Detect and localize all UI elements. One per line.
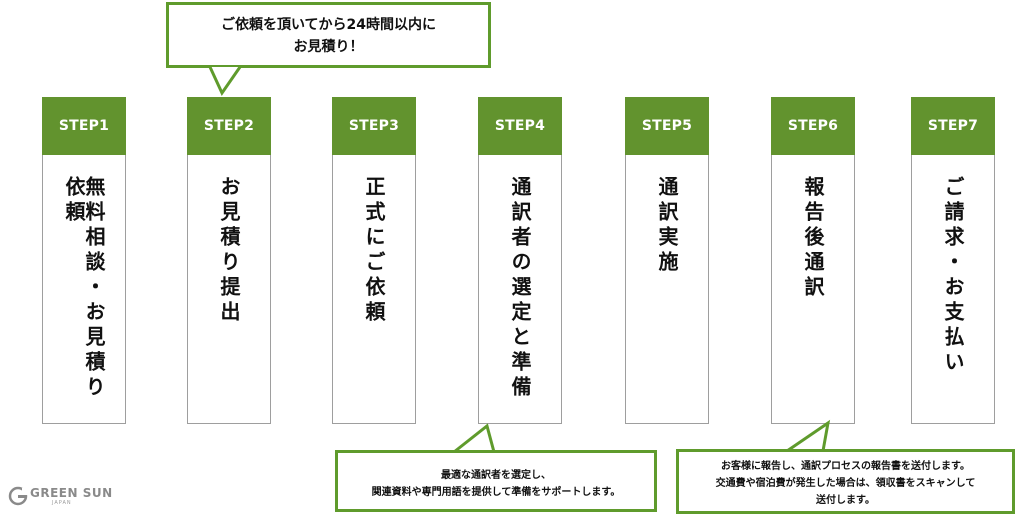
step-4-label: STEP4 — [478, 97, 562, 155]
step6-callout: お客様に報告し、通訳プロセスの報告書を送付します。 交通費や宿泊費が発生した場合… — [676, 449, 1015, 514]
step6-callout-line3: 送付します。 — [816, 495, 875, 506]
step2-callout-pointer — [208, 66, 242, 97]
step-7-text: ご請求・お支払い — [941, 176, 965, 376]
step-6-text: 報告後通訳 — [801, 176, 825, 301]
logo-name: GREEN SUN — [30, 485, 113, 500]
step-5-card: STEP5 通訳実施 — [625, 97, 709, 424]
step-2-label: STEP2 — [187, 97, 271, 155]
step4-callout-pointer — [453, 423, 496, 454]
step-1-text: 無料相談・お見積り依頼 — [62, 176, 106, 401]
step-6-label: STEP6 — [771, 97, 855, 155]
step-5-label: STEP5 — [625, 97, 709, 155]
step-3-card: STEP3 正式にご依頼 — [332, 97, 416, 424]
step-2-text: お見積り提出 — [217, 176, 241, 326]
step-4-card: STEP4 通訳者の選定と準備 — [478, 97, 562, 424]
logo-mark-icon — [8, 486, 28, 506]
step-7-label: STEP7 — [911, 97, 995, 155]
step-3-text: 正式にご依頼 — [362, 176, 386, 326]
step2-callout-line1: ご依頼を頂いてから24時間以内に — [220, 17, 437, 33]
step6-callout-line2: 交通費や宿泊費が発生した場合は、領収書をスキャンして — [715, 478, 976, 489]
step2-callout-line2: お見積り！ — [293, 39, 364, 55]
step-4-text: 通訳者の選定と準備 — [508, 176, 532, 401]
step-5-text: 通訳実施 — [655, 176, 679, 276]
step-1-label: STEP1 — [42, 97, 126, 155]
step-1-card: STEP1 無料相談・お見積り依頼 — [42, 97, 126, 424]
step4-callout: 最適な通訳者を選定し、 関連資料や専門用語を提供して準備をサポートします。 — [335, 450, 657, 512]
step-7-card: STEP7 ご請求・お支払い — [911, 97, 995, 424]
step2-callout: ご依頼を頂いてから24時間以内に お見積り！ — [166, 2, 491, 68]
step6-callout-line1: お客様に報告し、通訳プロセスの報告書を送付します。 — [721, 461, 970, 472]
step4-callout-line2: 関連資料や専門用語を提供して準備をサポートします。 — [371, 487, 621, 498]
step-2-card: STEP2 お見積り提出 — [187, 97, 271, 424]
step6-callout-pointer — [786, 419, 831, 453]
step4-callout-line1: 最適な通訳者を選定し、 — [441, 470, 551, 481]
step-6-card: STEP6 報告後通訳 — [771, 97, 855, 424]
greensun-logo: GREEN SUN JAPAN — [8, 486, 113, 506]
logo-sub: JAPAN — [52, 499, 72, 506]
step-3-label: STEP3 — [332, 97, 416, 155]
